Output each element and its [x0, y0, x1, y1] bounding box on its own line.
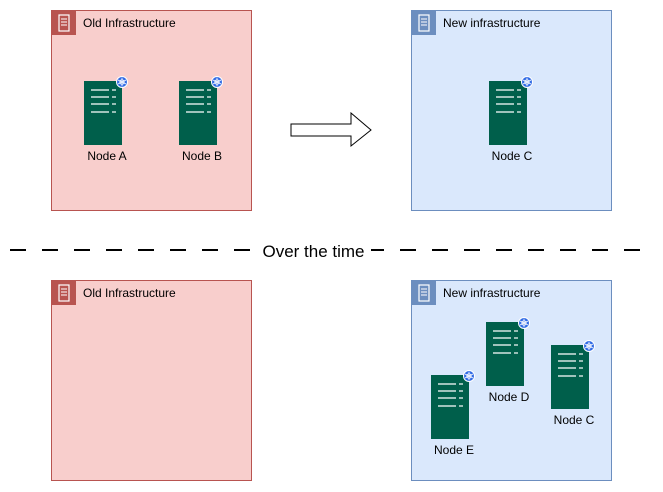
node-label: Node B	[181, 149, 223, 163]
server-node-icon	[84, 76, 128, 145]
kubernetes-icon	[583, 340, 595, 352]
server-node-icon	[431, 370, 475, 439]
old-infrastructure-group: Old Infrastructure	[51, 280, 252, 481]
server-rack-icon	[412, 281, 436, 305]
node-label: Node D	[488, 390, 530, 404]
server-node-icon	[489, 76, 533, 145]
kubernetes-icon	[521, 76, 533, 88]
server-rack-icon	[52, 281, 76, 305]
group-title: New infrastructure	[443, 16, 541, 30]
kubernetes-icon	[463, 370, 475, 382]
divider-label: Over the time	[256, 242, 371, 262]
node-label: Node C	[491, 149, 533, 163]
node-label: Node A	[87, 149, 127, 163]
server-node-icon	[179, 76, 223, 145]
server-node-icon	[486, 317, 530, 386]
group-title: Old Infrastructure	[83, 286, 176, 300]
kubernetes-icon	[518, 317, 530, 329]
kubernetes-icon	[116, 76, 128, 88]
group-title: Old Infrastructure	[83, 16, 176, 30]
server-node-icon	[551, 340, 595, 409]
server-rack-icon	[412, 11, 436, 35]
transition-arrow	[290, 112, 372, 148]
server-rack-icon	[52, 11, 76, 35]
group-title: New infrastructure	[443, 286, 541, 300]
node-label: Node E	[433, 443, 475, 457]
kubernetes-icon	[211, 76, 223, 88]
node-label: Node C	[553, 413, 595, 427]
